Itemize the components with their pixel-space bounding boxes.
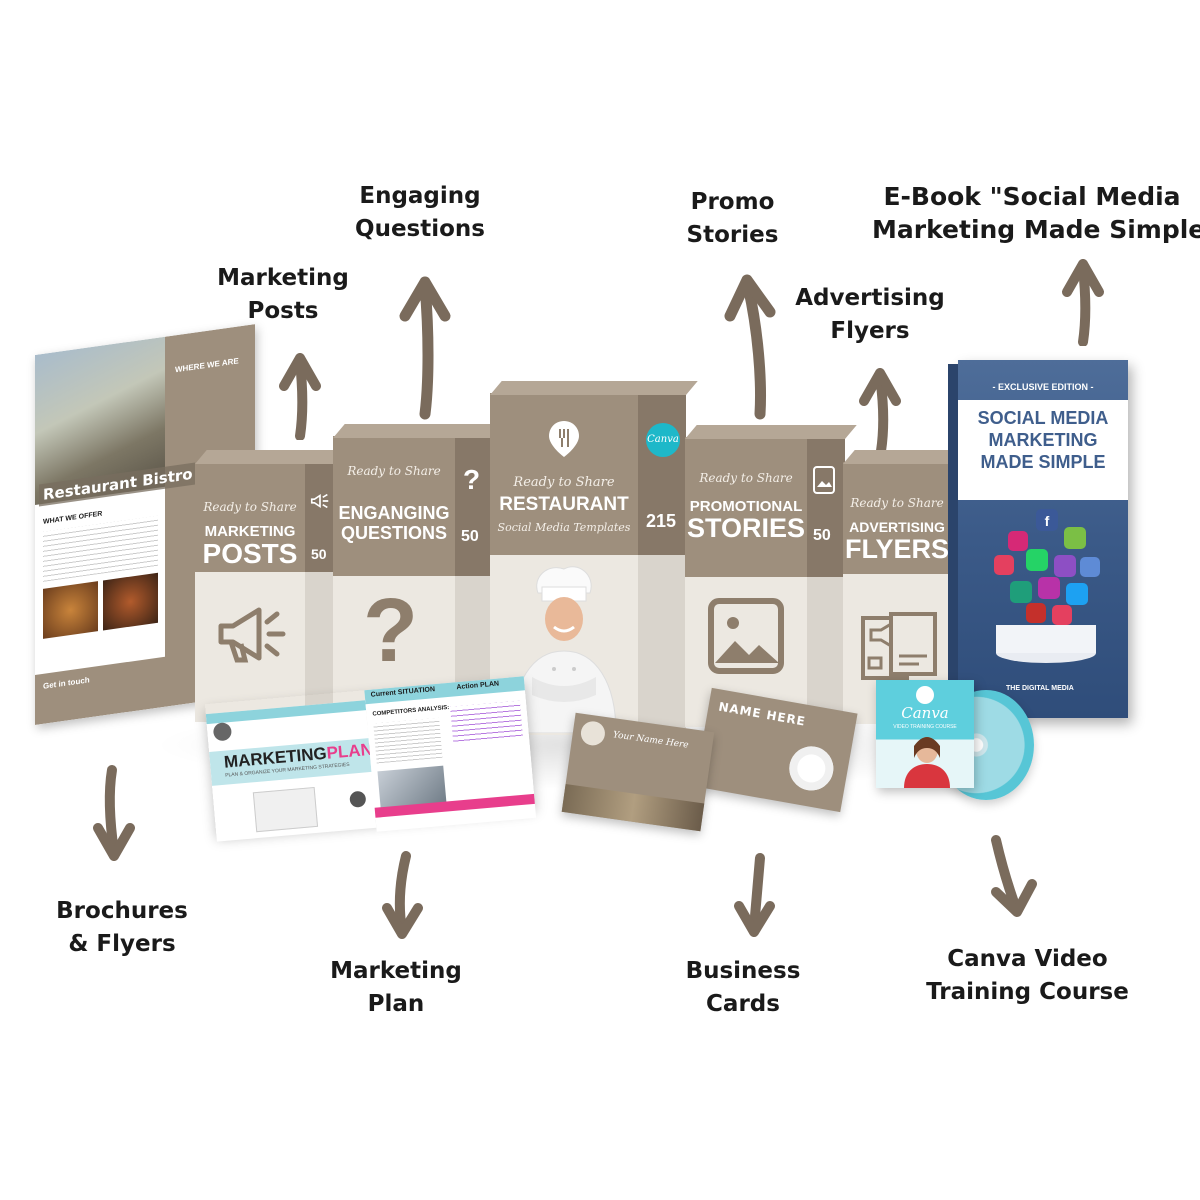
restaurant-tag: Ready to Share — [513, 475, 615, 490]
restaurant-pin-icon — [549, 421, 579, 457]
arrow-down-plan-icon — [382, 851, 423, 939]
arrow-down-canva-icon — [991, 835, 1037, 917]
plan-calendar — [252, 786, 319, 833]
ebook-title-1: SOCIAL MEDIA — [977, 408, 1109, 428]
posts-line2: POSTS — [202, 538, 298, 569]
restaurant-line1: RESTAURANT — [499, 494, 629, 515]
canva-dvd-case: Canva VIDEO TRAINING COURSE — [876, 680, 974, 788]
svg-text:f: f — [1045, 513, 1050, 529]
brochure-offer: WHAT WE OFFER — [43, 510, 103, 526]
social-icons-cluster: f — [994, 509, 1100, 663]
arrow-up-posts-icon — [279, 353, 321, 440]
arrow-down-cards-icon — [734, 853, 775, 937]
flyers-tag: Ready to Share — [850, 496, 944, 510]
box-promotional-stories: Ready to Share PROMOTIONAL STORIES 50 — [685, 425, 857, 727]
marketing-plan-book: MARKETINGPLAN PLAN & ORGANIZE YOUR MARKE… — [205, 676, 537, 842]
label-brochures: Brochures& Flyers — [56, 898, 188, 957]
questions-count: 50 — [461, 528, 479, 545]
card-plate — [785, 742, 837, 794]
flyers-line1: ADVERTISING — [849, 519, 945, 535]
megaphone-icon — [218, 607, 286, 663]
canva-badge: Canva — [646, 423, 680, 457]
plan-dot-1 — [212, 722, 233, 742]
arrow-up-ebook-icon — [1062, 259, 1104, 346]
plan-right-page: Current SITUATION Action PLAN COMPETITOR… — [364, 676, 537, 832]
questions-line2: QUESTIONS — [340, 523, 447, 543]
brochure-text-lines — [43, 515, 158, 582]
stories-line1: PROMOTIONAL — [689, 498, 803, 515]
ebook-publisher: THE DIGITAL MEDIA — [1006, 685, 1074, 692]
megaphone-icon-small — [310, 493, 329, 509]
canva-play-icon — [916, 686, 934, 704]
brochure-food-photo-2 — [103, 572, 158, 631]
restaurant-count: 215 — [646, 511, 677, 531]
plan-left-page: MARKETINGPLAN PLAN & ORGANIZE YOUR MARKE… — [205, 700, 377, 842]
posts-count: 50 — [311, 546, 327, 562]
flyer-icon — [861, 612, 937, 680]
ebook-edition: - EXCLUSIVE EDITION - — [992, 382, 1094, 392]
questions-line1: ENGANGING — [338, 503, 450, 523]
ebook-title-panel: SOCIAL MEDIA MARKETING MADE SIMPLE — [958, 400, 1128, 500]
arrow-up-flyers-icon — [859, 368, 901, 455]
image-icon — [708, 598, 784, 674]
stories-tag: Ready to Share — [699, 471, 793, 485]
ebook: - EXCLUSIVE EDITION - SOCIAL MEDIA MARKE… — [948, 360, 1128, 718]
arrow-up-stories-icon — [724, 274, 776, 420]
box-marketing-posts: Ready to Share MARKETING POSTS 50 — [195, 450, 347, 722]
stories-line2: STORIES — [686, 513, 806, 543]
plan-purple-text — [450, 700, 523, 743]
canva-course: VIDEO TRAINING COURSE — [893, 724, 957, 730]
ebook-title-3: MADE SIMPLE — [980, 452, 1106, 472]
brochure-footer — [35, 656, 165, 725]
question-mark-icon: ? — [363, 581, 418, 681]
card-script: Your Name Here — [612, 730, 690, 751]
plan-dot-2 — [349, 790, 367, 808]
arrow-up-engaging-icon — [399, 276, 451, 420]
plan-analysis: COMPETITORS ANALYSIS: — [372, 704, 450, 718]
ebook-title-2: MARKETING — [988, 430, 1098, 450]
chef-photo — [511, 566, 617, 733]
card-photo-strip — [561, 784, 705, 832]
plan-current: Current SITUATION — [370, 686, 436, 699]
questions-tag: Ready to Share — [347, 464, 441, 478]
card-name: NAME HERE — [717, 699, 807, 729]
posts-tag: Ready to Share — [203, 500, 297, 514]
business-card-front: Your Name Here — [561, 712, 715, 832]
plan-title-2: PLAN — [325, 739, 374, 763]
question-mark-icon-small: ? — [463, 464, 481, 495]
flyers-line2: FLYERS — [844, 534, 950, 564]
restaurant-line2: Social Media Templates — [497, 521, 631, 534]
brochure-food-photo — [43, 581, 98, 639]
arrow-down-brochures-icon — [93, 765, 135, 861]
stories-count: 50 — [813, 527, 831, 544]
plan-text-lines — [373, 717, 443, 764]
card-avatar — [579, 719, 607, 747]
canva-brand: Canva — [901, 704, 949, 722]
canva-woman-photo — [904, 737, 950, 788]
image-icon-small — [813, 466, 835, 494]
plan-action: Action PLAN — [456, 680, 500, 692]
posts-line1: MARKETING — [204, 523, 296, 540]
